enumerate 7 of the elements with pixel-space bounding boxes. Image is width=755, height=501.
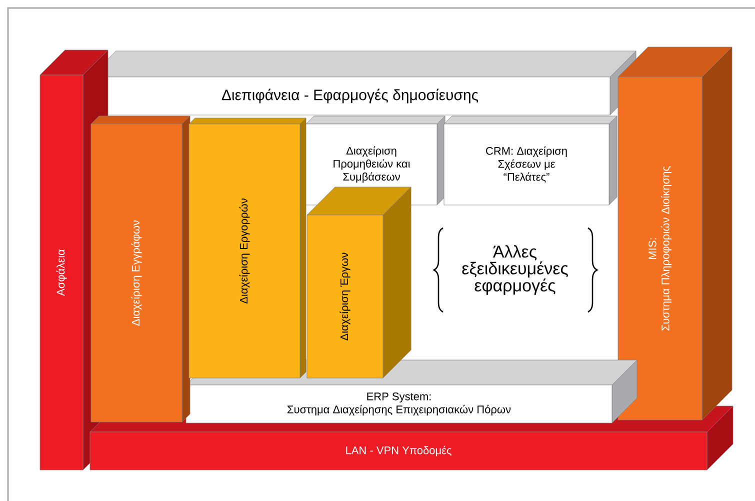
module-block: Διαχείριση Εργορρών — [188, 118, 306, 378]
mis-pillar: MIS: Συστημα Πληροφοριών Διοίκησης — [618, 46, 732, 420]
module-block: CRM: Διαχείριση Σχέσεων με “Πελάτες” — [444, 116, 618, 206]
interface-bar: Διεπιφάνεια - Εφαρμογές δημοσίευσης — [90, 50, 636, 116]
module-block: Διαχείριση Εγγράφων — [90, 116, 190, 422]
group-label: Άλλες εξειδικευμένες εφαρμογές — [462, 245, 568, 295]
module-block: Διαχείριση Έργων — [306, 186, 412, 378]
